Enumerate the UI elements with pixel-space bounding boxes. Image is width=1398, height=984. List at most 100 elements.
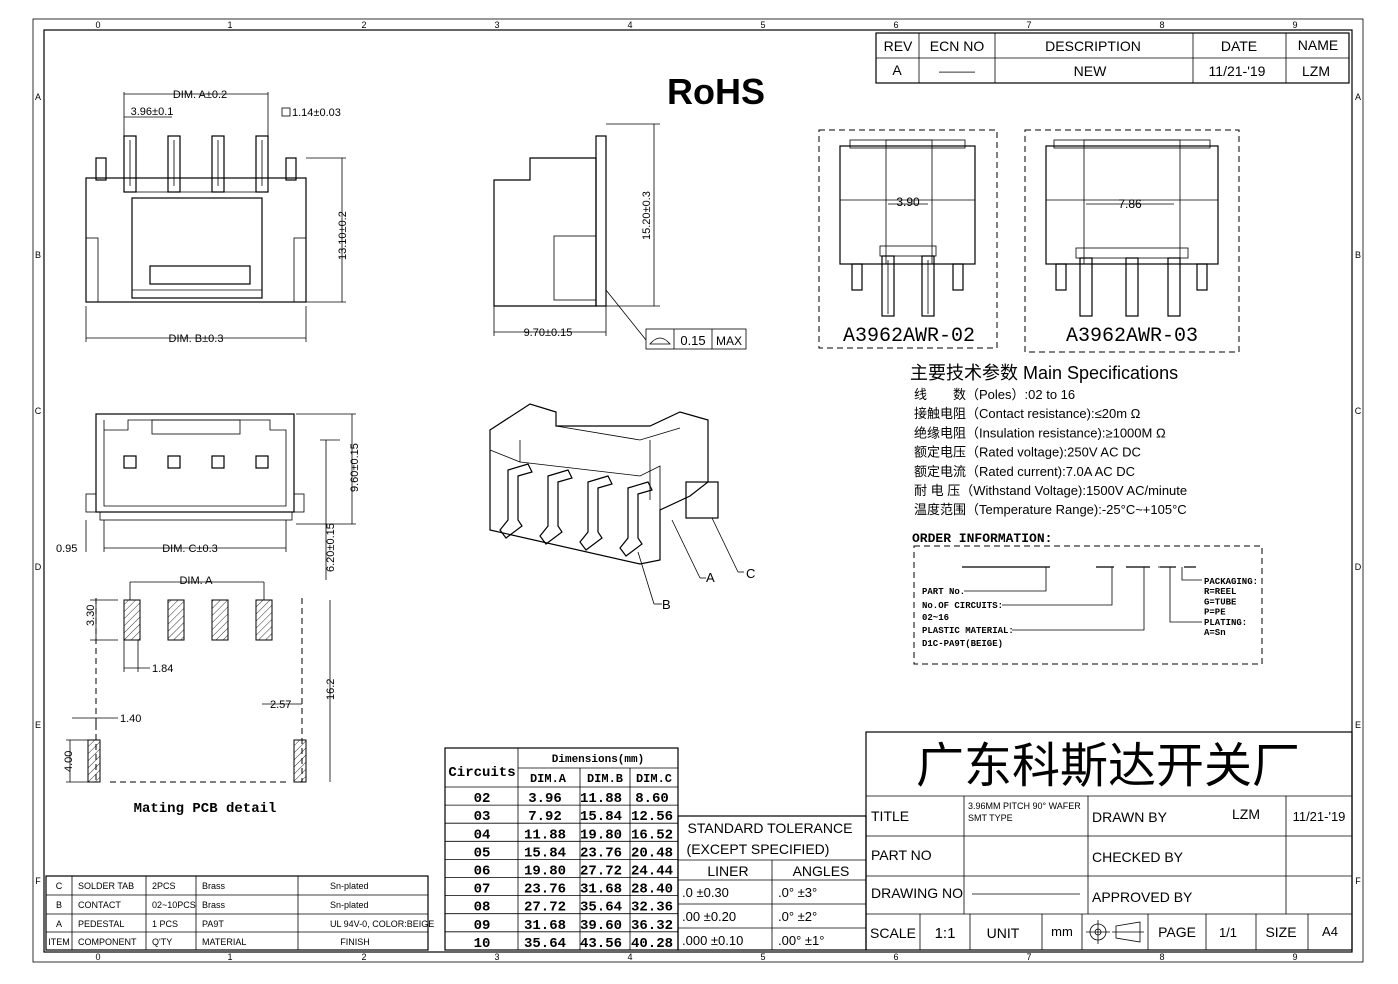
frame-row-label: A [1355,92,1361,102]
dim-value: 20.48 [631,845,673,861]
page-value: 1/1 [1219,925,1237,940]
pcb-257: 2.57 [270,699,291,711]
top-pin [167,135,181,193]
tolerance-block: STANDARD TOLERANCE (EXCEPT SPECIFIED) LI… [677,815,867,951]
dimension-table: Circuits Dimensions(mm) DIM.A DIM.B DIM.… [444,747,679,952]
scale-label: SCALE [870,925,916,941]
frame-col-label: 3 [494,20,499,30]
dim-value: 11.88 [580,791,622,807]
date-header: DATE [1221,38,1257,54]
circuit-count: 10 [474,936,491,952]
drawn-by-value: LZM [1232,806,1260,822]
angle-tolerance: .0° ±2° [778,909,817,924]
top-height: 13.10±0.2 [337,211,349,260]
top-view: DIM. A±0.2 3.96±0.1 1.14±0.03 13.10±0.2 … [85,89,349,345]
dim-value: 35.64 [580,900,622,916]
spec-item: 耐 电 压（Withstand Voltage):1500V AC/minute [914,483,1187,498]
bom-cell: Brass [202,881,226,891]
sheet-frame [32,18,1364,963]
order-right-item: P=PE [1204,608,1226,618]
frame-col-label: 1 [227,952,232,962]
front-contact-window [123,455,137,469]
pcb-162: 16.2 [325,679,337,700]
bom-cell: CONTACT [78,900,121,910]
dim-value: 11.88 [524,827,566,843]
order-left-item: PART No. [922,587,965,597]
frame-col-label: 9 [1292,952,1297,962]
dim-value: 3.96 [528,791,562,807]
description-header: DESCRIPTION [1045,38,1141,54]
title-value-2: SMT TYPE [968,813,1013,823]
dim-b-header: DIM.B [587,772,623,786]
top-pitch: 3.96±0.1 [131,106,174,118]
spec-item: 绝缘电阻（Insulation resistance):≥1000M Ω [914,425,1166,440]
bom-header-cell: Q'TY [152,937,172,947]
top-pin [255,135,269,193]
bom-cell: 02~10PCS [152,900,196,910]
frame-row-label: F [1355,876,1361,886]
pcb-pad [211,599,229,641]
frame-col-label: 2 [361,952,366,962]
bom-cell: PA9T [202,919,224,929]
top-pin [211,135,225,193]
dim-value: 12.56 [631,809,673,825]
bom-cell: UL 94V-0, COLOR:BEIGE [330,919,434,929]
rohs-mark: RoHS [667,71,765,112]
bom-cell: C [56,881,63,891]
circuits-header: Circuits [448,765,515,781]
frame-col-label: 6 [893,952,898,962]
frame-row-label: F [35,876,41,886]
pcb-140: 1.40 [120,713,141,725]
order-right-item: PACKAGING: [1204,577,1258,587]
front-contact-window [255,455,269,469]
spec-item: 温度范围（Temperature Range):-25°C~+105°C [914,502,1187,517]
front-dim-c: DIM. C±0.3 [162,543,218,555]
tolerance-title-1: STANDARD TOLERANCE [688,820,853,836]
variant-view-03: 7.86 A3962AWR-03 [1024,129,1240,353]
bom-cell: A [56,919,62,929]
angles-header: ANGLES [793,863,850,879]
liner-tolerance: .00 ±0.20 [682,909,736,924]
top-pin [123,135,137,193]
frame-col-label: 1 [227,20,232,30]
frame-col-label: 9 [1292,20,1297,30]
front-contact-window [167,455,181,469]
bom-header-cell: FINISH [340,937,370,947]
top-pin-square: 1.14±0.03 [292,107,341,119]
side-height: 15.20±0.3 [641,191,653,240]
pcb-330: 3.30 [85,605,97,626]
dim-value: 40.28 [631,936,673,952]
size-label: SIZE [1265,924,1296,940]
dim-value: 19.80 [524,864,566,880]
dim-value: 15.84 [524,845,566,861]
title-block: 广东科斯达开关厂 TITLE 3.96MM PITCH 90° WAFER SM… [865,731,1353,951]
iso-contact [539,469,573,545]
frame-row-label: A [35,92,41,102]
bom-header-cell: MATERIAL [202,937,246,947]
projection-symbol-icon [1086,920,1144,944]
frame-col-label: 3 [494,952,499,962]
title-value-1: 3.96MM PITCH 90° WAFER [968,801,1081,811]
dim-a-header: DIM.A [530,772,567,786]
bom-cell: Sn-plated [330,900,369,910]
frame-row-label: B [35,250,41,260]
frame-row-label: D [35,562,42,572]
drawn-by-label: DRAWN BY [1092,809,1168,825]
dim-value: 15.84 [580,809,622,825]
spec-item: 线 数（Poles）:02 to 16 [914,387,1075,402]
dim-value: 36.32 [631,918,673,934]
bom-header-cell: COMPONENT [78,937,137,947]
circuit-count: 09 [474,918,491,934]
order-right-item: PLATING: [1204,618,1247,628]
frame-row-label: C [1355,406,1362,416]
bom-cell: B [56,900,62,910]
frame-col-label: 7 [1026,952,1031,962]
ecn-value: ——— [939,64,975,78]
top-dim-b: DIM. B±0.3 [169,333,224,345]
description-value: NEW [1074,63,1107,79]
drawing-no-label: DRAWING NO [871,885,963,901]
name-value: LZM [1302,63,1330,79]
checked-by-label: CHECKED BY [1092,849,1184,865]
title-label: TITLE [871,808,909,824]
